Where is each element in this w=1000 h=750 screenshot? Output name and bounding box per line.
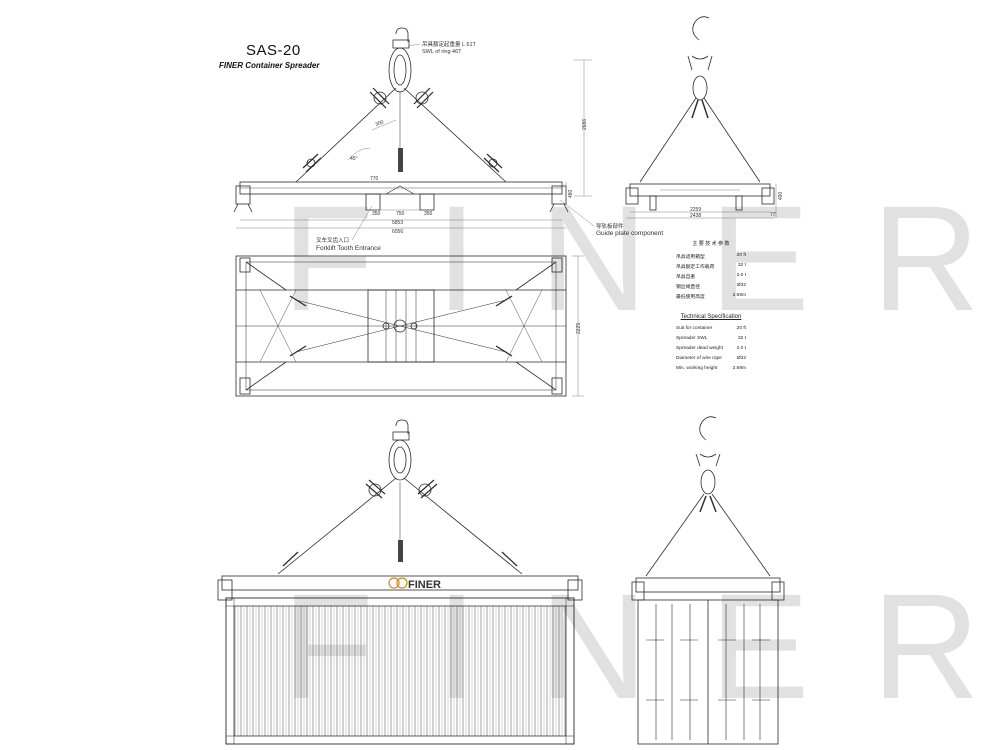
note-swl-cn: 吊具额定起重量 L 61T	[422, 42, 476, 48]
side-view-container	[631, 416, 785, 745]
logo-text: FINER	[408, 579, 441, 591]
watermark-top: FINER	[282, 174, 1000, 342]
note-guide-en: Guide plate component	[596, 230, 664, 237]
sling-right	[403, 87, 507, 183]
dim-5853: 5853	[392, 220, 403, 226]
drawing-title: SAS-20	[246, 42, 301, 59]
dim-77: 77	[770, 212, 776, 218]
dim-2259: 2259	[690, 207, 701, 213]
dim-height: 2686	[582, 119, 588, 130]
dim-2225: 2225	[576, 323, 582, 334]
spec-en-title: Technical Specification	[680, 314, 742, 320]
note-forklift-cn: 叉车叉齿入口	[316, 238, 350, 244]
plan-view	[235, 255, 584, 397]
note-swl-en: SWL of ring 46T	[422, 49, 462, 55]
spec-table-en: Technical Specification Suit for contain…	[676, 314, 746, 376]
dim-480: 480	[568, 189, 574, 198]
drawing-subtitle: FINER Container Spreader	[219, 61, 320, 70]
spec-cn-title: 主 要 技 术 参 数	[692, 241, 730, 247]
finer-logo	[388, 577, 408, 589]
dim-770: 770	[370, 176, 379, 182]
dim-490: 490	[778, 191, 784, 200]
side-hook	[692, 16, 710, 41]
dim-750: 750	[396, 211, 405, 217]
dim-300: 300	[375, 119, 385, 128]
top-shackle	[392, 39, 410, 49]
front-view	[233, 27, 592, 229]
note-guide-cn: 导轨板部件	[596, 224, 624, 230]
front-view-container	[217, 419, 583, 745]
top-hook	[395, 27, 409, 42]
dim-6056: 6056	[392, 229, 403, 235]
side-view	[625, 16, 777, 219]
dim-angle: 45°	[350, 156, 358, 162]
dim-350b: 350	[424, 211, 433, 217]
dim-350a: 350	[372, 211, 381, 217]
master-ring-inner	[393, 54, 407, 86]
dim-2438: 2438	[690, 213, 701, 219]
note-forklift-en: Forklift Tooth Entrance	[316, 245, 381, 252]
